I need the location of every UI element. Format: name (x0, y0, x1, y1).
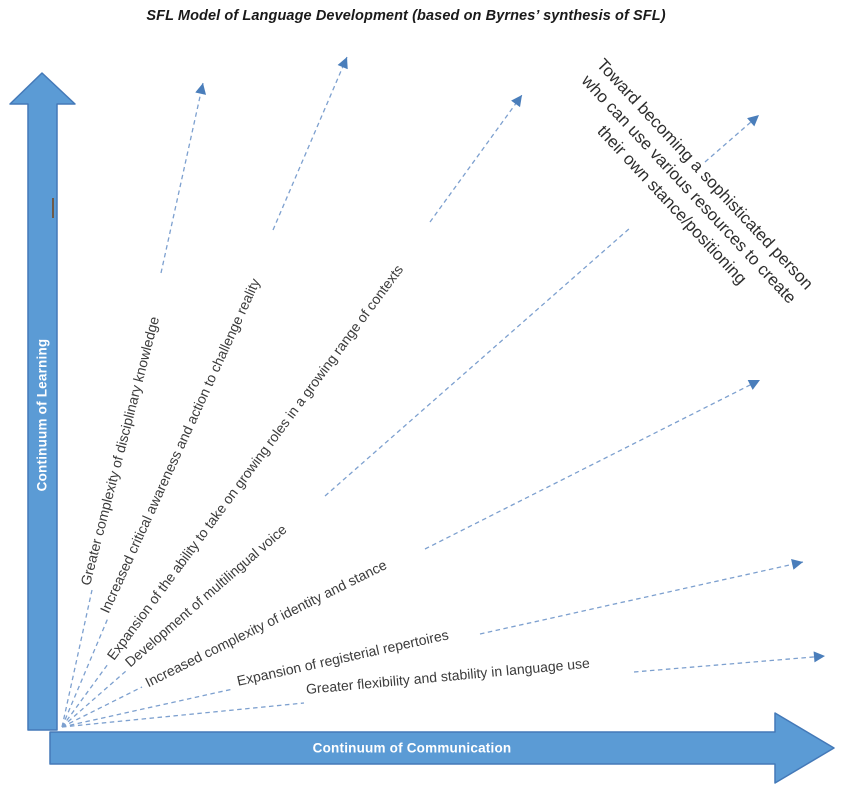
ray-4-line-upper (704, 114, 760, 163)
stray-cursor-mark (52, 198, 54, 218)
ray-7-line-upper (633, 651, 826, 673)
diagram-title: SFL Model of Language Development (based… (146, 8, 666, 24)
y-axis-label: Continuum of Learning (34, 338, 50, 492)
communication-axis-arrow (49, 712, 835, 784)
learning-axis-arrow (9, 72, 76, 731)
ray-4-line-lower (61, 670, 127, 728)
ray-6-line-lower (61, 688, 234, 728)
ray-2-line-lower (61, 617, 109, 728)
ray-4-line-middle (324, 227, 631, 497)
ray-1-line-upper (160, 82, 206, 274)
ray-6-line-upper (479, 559, 804, 635)
ray-3-line-upper (429, 94, 523, 223)
ray-7-line-lower (61, 702, 305, 728)
ray-5-line-upper (424, 379, 761, 550)
ray-5-line-lower (61, 686, 143, 728)
x-axis-label: Continuum of Communication (312, 740, 512, 756)
ray-2-line-upper (272, 56, 348, 231)
ray-3-line-lower (61, 663, 109, 728)
